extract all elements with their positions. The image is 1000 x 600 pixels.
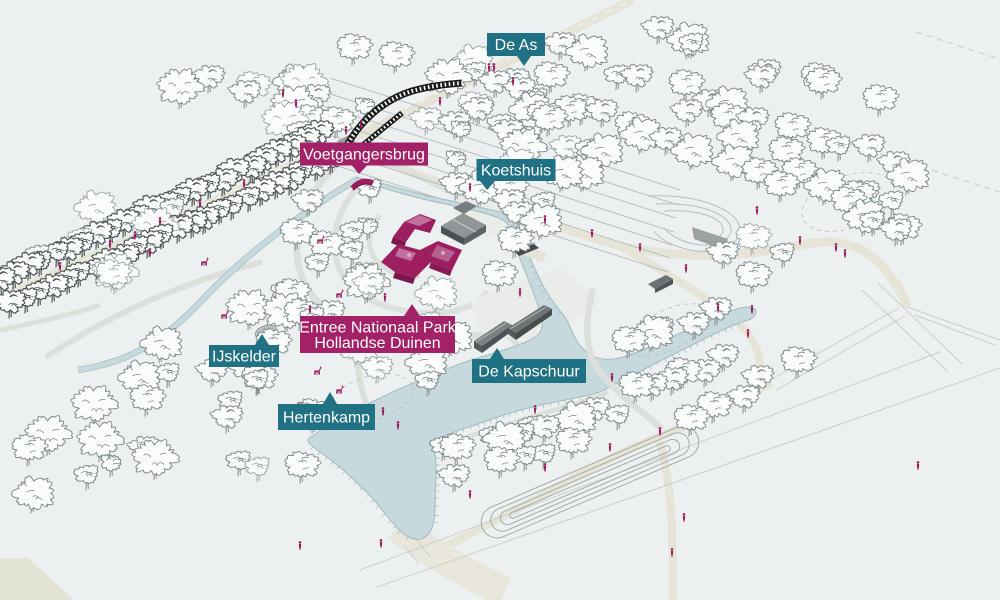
svg-text:Koetshuis: Koetshuis	[481, 163, 551, 180]
svg-text:Entree Nationaal Park: Entree Nationaal Park	[299, 319, 457, 336]
svg-text:Voetgangersbrug: Voetgangersbrug	[303, 147, 425, 164]
svg-text:IJskelder: IJskelder	[212, 349, 277, 366]
svg-text:Hertenkamp: Hertenkamp	[283, 410, 370, 427]
svg-text:De Kapschuur: De Kapschuur	[478, 364, 580, 381]
svg-text:Hollandse Duinen: Hollandse Duinen	[314, 335, 440, 352]
svg-text:De As: De As	[495, 37, 538, 54]
